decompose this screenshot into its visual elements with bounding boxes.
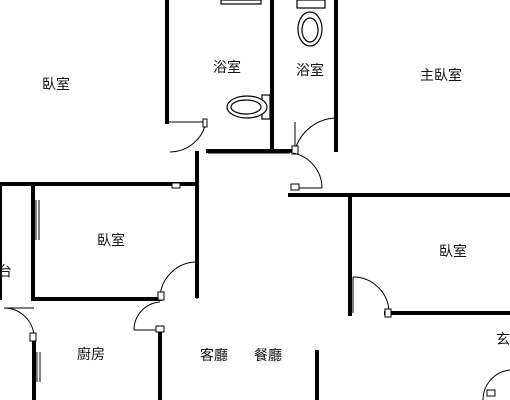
door-bath2-jamb <box>291 145 299 155</box>
door-balcony-jamb <box>29 332 37 342</box>
room-label-living-room: 客廳 <box>200 347 228 364</box>
door-bedroom-mid-swing <box>159 261 198 300</box>
room-label-bedroom-e: 臥室 <box>439 243 467 260</box>
door-bath1-jamb <box>202 118 208 128</box>
room-label-master-bedroom: 主臥室 <box>420 67 462 84</box>
room-label-dining-room: 餐廳 <box>254 347 282 364</box>
doors <box>3 117 510 400</box>
door-bedroom-mid-jamb <box>157 291 165 301</box>
door-kitchen-swing <box>133 301 161 331</box>
room-label-bath-2: 浴室 <box>296 62 324 79</box>
toilet-bath1-icon <box>226 94 271 120</box>
door-bath1-swing <box>169 121 207 153</box>
door-bedroom-e-swing <box>352 276 390 314</box>
door-kitchen-jamb <box>155 325 165 333</box>
windows <box>35 200 41 382</box>
room-label-entrance-partial: 玄 <box>496 331 510 348</box>
wall-notch <box>171 182 181 189</box>
door-entrance-swing <box>482 369 510 400</box>
door-bath2-swing <box>294 117 337 151</box>
door-bedroom-e-jamb <box>384 308 392 318</box>
fixtures <box>220 0 326 120</box>
room-label-bath-1: 浴室 <box>213 59 241 76</box>
door-corridor-swing <box>292 152 323 189</box>
room-label-kitchen: 廚房 <box>77 346 105 363</box>
room-labels: 臥室 浴室 浴室 主臥室 臥室 臥室 台 廚房 客廳 餐廳 玄 <box>0 59 510 364</box>
toilet-bath2-icon <box>296 0 326 47</box>
door-entrance-jamb <box>486 389 496 397</box>
room-label-bedroom-mid: 臥室 <box>97 232 125 249</box>
room-label-bedroom-nw: 臥室 <box>42 76 70 93</box>
bathtub-top-icon <box>220 0 262 5</box>
room-label-balcony-partial: 台 <box>0 264 12 280</box>
door-corridor-jamb <box>290 183 300 191</box>
door-balcony-swing <box>3 307 35 337</box>
